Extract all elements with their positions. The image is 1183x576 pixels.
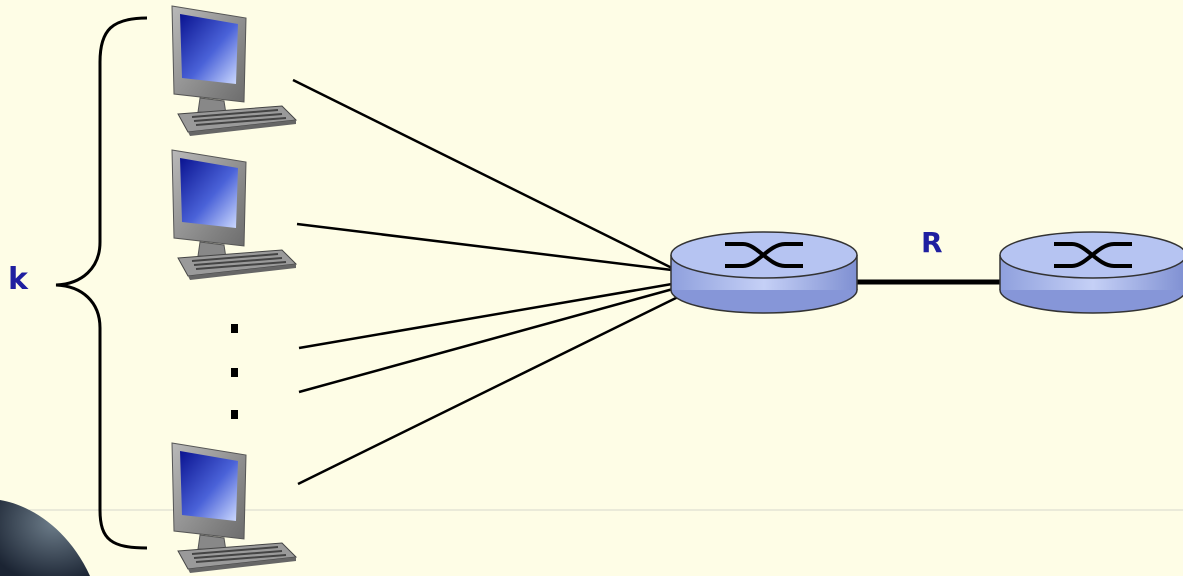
host-ellipsis	[231, 324, 238, 419]
router-icon	[1000, 232, 1183, 313]
link-host-1	[293, 80, 678, 271]
link-rate-label: R	[921, 226, 943, 259]
link-host-4	[299, 289, 673, 392]
router-icon	[671, 232, 857, 313]
host-count-label: k	[8, 262, 28, 297]
curly-brace	[56, 18, 147, 548]
link-host-5	[298, 296, 680, 484]
host-computer-icon	[172, 6, 296, 136]
host-computer-icon	[172, 443, 296, 573]
link-host-2	[297, 224, 672, 270]
globe-decoration	[0, 500, 90, 576]
link-host-3	[299, 284, 672, 348]
host-links	[293, 80, 680, 484]
host-computer-icon	[172, 150, 296, 280]
